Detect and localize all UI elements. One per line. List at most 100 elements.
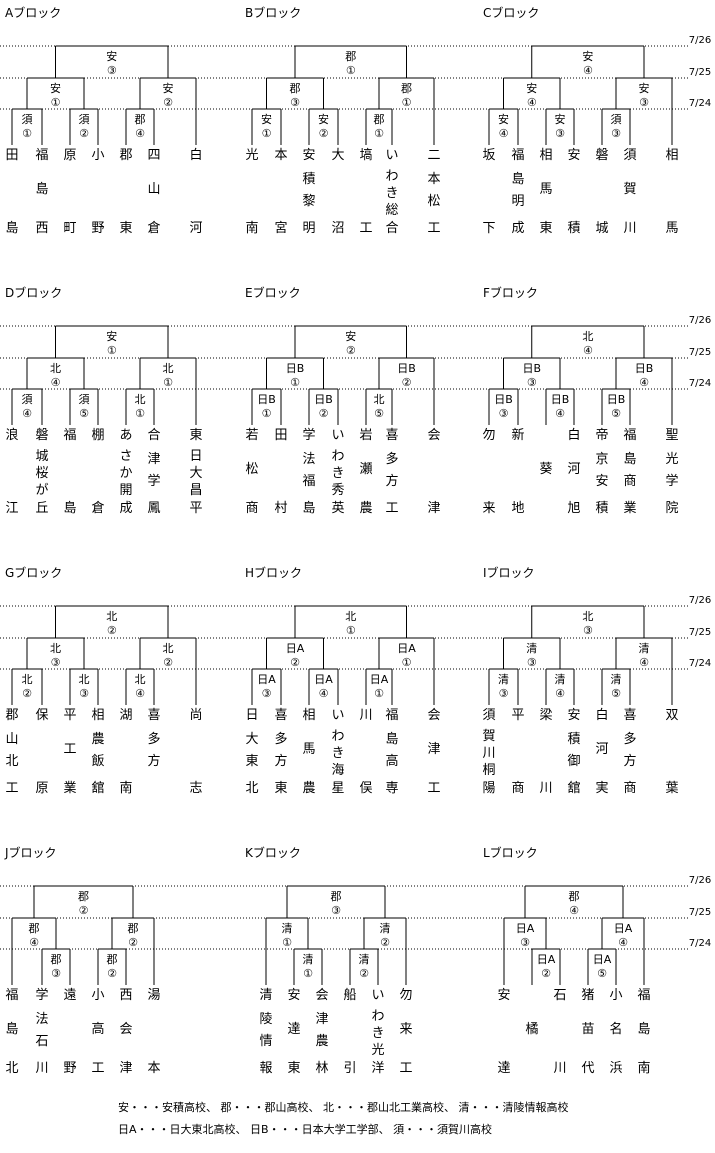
team-name-bottom: 工 xyxy=(385,501,398,516)
team-name-middle: 島 xyxy=(637,1022,650,1037)
team-name-middle: 陵 xyxy=(259,1012,272,1027)
first-match-number: ③ xyxy=(79,687,89,700)
team-name-top: 郡 xyxy=(119,148,132,163)
semi-match-number: ② xyxy=(128,936,138,949)
team-name-top: 相 xyxy=(665,148,678,163)
semi-match-venue: 郡 xyxy=(290,82,301,95)
team-name-top: 安 xyxy=(302,148,315,163)
final-match-number: ① xyxy=(107,344,117,357)
team-name-top: 尚 xyxy=(189,708,202,723)
date-label: 7/26 xyxy=(689,595,711,606)
team-name-bottom: 島 xyxy=(302,501,315,516)
team-name-middle: 桜 xyxy=(35,466,48,481)
block-title: Iブロック xyxy=(483,565,535,580)
team-name-bottom: 江 xyxy=(5,501,18,516)
first-match-venue: 清 xyxy=(303,953,314,966)
semi-match-venue: 郡 xyxy=(29,922,40,935)
semi-match-number: ③ xyxy=(527,656,537,669)
final-match-venue: 北 xyxy=(582,610,593,623)
semi-match-venue: 安 xyxy=(163,81,174,95)
team-name-bottom: 北 xyxy=(5,1061,18,1076)
semi-match-number: ④ xyxy=(527,96,537,109)
first-match-number: ④ xyxy=(555,687,565,700)
team-name-middle: 賀 xyxy=(482,729,495,744)
team-name-middle: か xyxy=(119,466,132,481)
team-name-top: 双 xyxy=(665,708,678,723)
semi-match-number: ③ xyxy=(639,96,649,109)
team-name-top: 磐 xyxy=(595,148,608,163)
team-name-bottom: 津 xyxy=(427,501,440,516)
semi-match-number: ② xyxy=(402,376,412,389)
semi-match-venue: 北 xyxy=(163,642,174,655)
team-name-middle: 島 xyxy=(511,172,524,187)
first-match-number: ③ xyxy=(499,687,509,700)
semi-match-venue: 清 xyxy=(639,642,650,655)
first-match-number: ⑤ xyxy=(597,967,607,980)
semi-match-venue: 安 xyxy=(639,81,650,95)
team-name-top: 平 xyxy=(63,708,76,723)
team-name-top: い xyxy=(331,708,344,723)
block-title: Fブロック xyxy=(483,285,538,300)
first-match-number: ④ xyxy=(135,687,145,700)
team-name-bottom: 報 xyxy=(259,1061,272,1076)
team-name-top: 湖 xyxy=(119,708,132,723)
team-name-middle: 桐 xyxy=(482,763,495,778)
semi-match-number: ④ xyxy=(51,376,61,389)
team-name-top: 東 xyxy=(189,427,202,443)
semi-match-venue: 日A xyxy=(614,922,633,935)
date-label: 7/26 xyxy=(689,315,711,326)
team-name-bottom: 工 xyxy=(427,781,440,796)
date-label: 7/26 xyxy=(689,875,711,886)
first-match-venue: 日B xyxy=(314,393,333,406)
final-match-venue: 北 xyxy=(106,610,117,623)
team-name-middle: 農 xyxy=(315,1034,328,1049)
first-match-number: ② xyxy=(107,967,117,980)
team-name-middle: 達 xyxy=(287,1022,300,1037)
semi-match-number: ① xyxy=(51,96,61,109)
date-label: 7/25 xyxy=(689,627,711,638)
team-name-middle: 光 xyxy=(371,1043,384,1058)
final-match-venue: 北 xyxy=(345,610,356,623)
block-title: Kブロック xyxy=(245,845,301,860)
block-title: Hブロック xyxy=(245,565,302,580)
team-name-top: 磐 xyxy=(35,428,48,443)
team-name-middle: 会 xyxy=(119,1022,132,1037)
team-name-middle: 津 xyxy=(427,742,440,757)
team-name-middle: 情 xyxy=(259,1034,272,1049)
team-name-middle: 積 xyxy=(567,732,580,747)
semi-match-number: ④ xyxy=(639,376,649,389)
team-name-top: 石 xyxy=(553,988,566,1003)
team-name-middle: 津 xyxy=(147,452,160,467)
team-name-top: 保 xyxy=(35,708,48,723)
first-match-venue: 清 xyxy=(555,673,566,686)
first-match-number: ④ xyxy=(555,407,565,420)
team-name-bottom: 丘 xyxy=(35,501,48,516)
team-name-bottom: 倉 xyxy=(91,501,104,516)
team-name-middle: 本 xyxy=(427,172,440,187)
team-name-middle: 多 xyxy=(274,731,287,747)
team-name-bottom: 志 xyxy=(189,781,202,796)
team-name-middle: 馬 xyxy=(302,742,315,757)
team-name-middle: 学 xyxy=(665,473,678,489)
team-name-top: 会 xyxy=(427,708,440,723)
team-name-middle: 大 xyxy=(189,466,202,481)
team-name-middle: 島 xyxy=(623,452,636,467)
first-match-number: ① xyxy=(374,127,384,140)
team-name-bottom: 陽 xyxy=(482,781,495,796)
team-name-bottom: 農 xyxy=(359,501,372,516)
first-match-venue: 日A xyxy=(593,953,612,966)
team-name-middle: 城 xyxy=(35,449,48,464)
team-name-bottom: 農 xyxy=(302,781,315,796)
team-name-top: 勿 xyxy=(399,988,412,1003)
final-match-venue: 郡 xyxy=(345,50,356,63)
team-name-bottom: 成 xyxy=(511,221,524,236)
final-match-venue: 郡 xyxy=(569,890,580,903)
team-name-middle: 安 xyxy=(595,474,608,489)
team-name-bottom: 東 xyxy=(119,220,132,236)
team-name-middle: 津 xyxy=(315,1012,328,1027)
team-name-bottom: 専 xyxy=(385,781,398,796)
team-name-top: 喜 xyxy=(274,708,287,723)
team-name-top: 安 xyxy=(497,988,510,1003)
team-name-top: 会 xyxy=(315,988,328,1003)
team-name-top: 学 xyxy=(302,427,315,443)
